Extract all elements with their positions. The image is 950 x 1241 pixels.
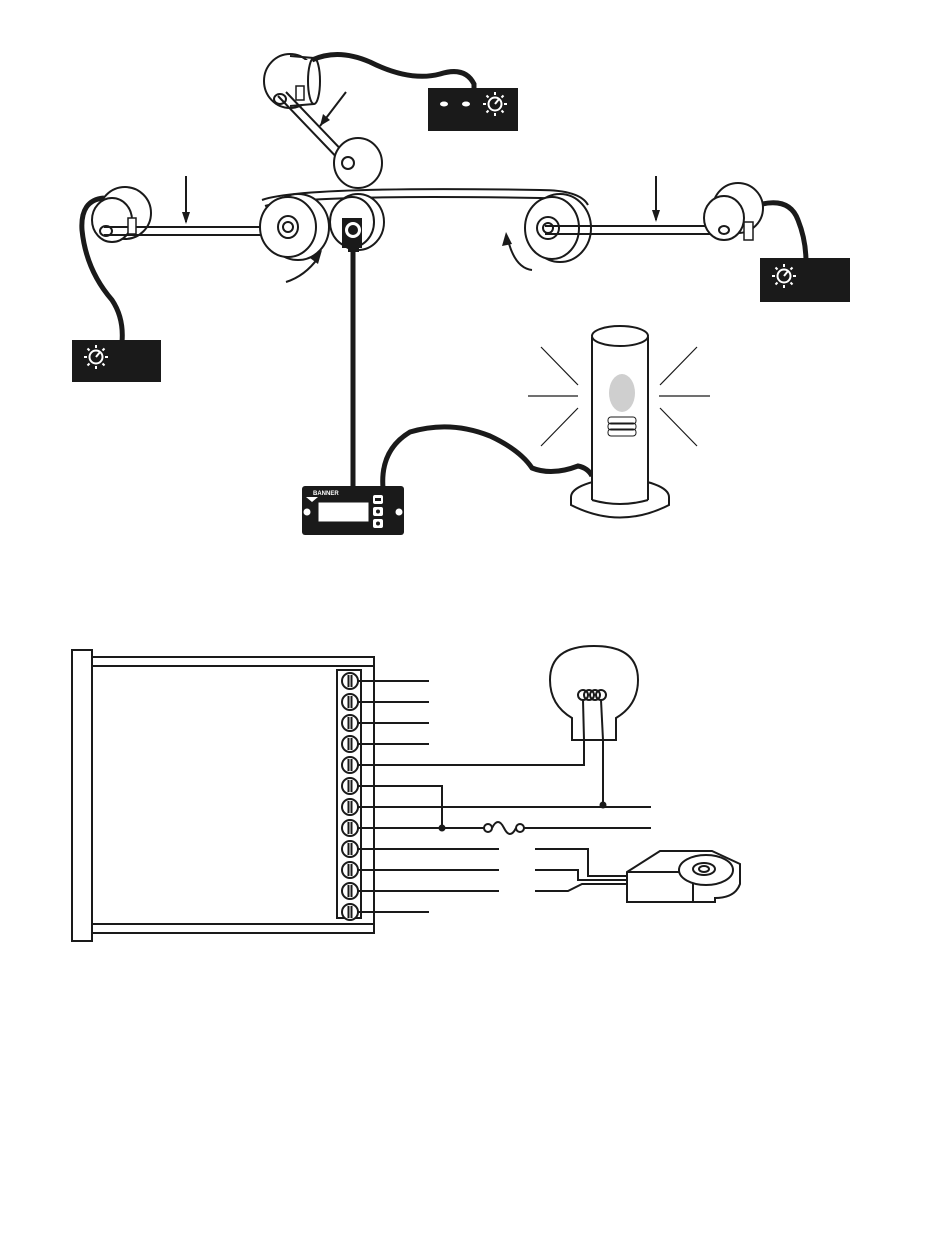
terminal-screw-icon[interactable] <box>342 904 358 920</box>
controller-brand: BANNER <box>313 491 339 497</box>
dancer-arm-top <box>264 54 382 188</box>
cable-right <box>762 203 806 262</box>
control-box-right <box>760 258 850 302</box>
alarm-beacon <box>528 326 710 518</box>
terminal-screw-icon[interactable] <box>342 862 358 878</box>
magnetic-pickup-sensor <box>627 851 740 902</box>
lamp-bulb <box>609 374 635 412</box>
sensor-cable <box>535 849 630 891</box>
junction-dot <box>439 825 446 832</box>
lamp-bulb-icon <box>550 646 638 740</box>
sensor-roll <box>330 194 384 252</box>
display-window <box>318 502 369 522</box>
fuse-icon <box>484 822 524 834</box>
control-box-left <box>72 340 161 382</box>
terminal-screw-icon[interactable] <box>342 778 358 794</box>
cable-top <box>312 54 474 92</box>
terminal-screw-icon[interactable] <box>342 820 358 836</box>
control-box-top <box>428 88 518 131</box>
terminal-screw-icon[interactable] <box>342 757 358 773</box>
junction-dot <box>600 802 607 809</box>
terminal-screw-icon[interactable] <box>342 694 358 710</box>
unwind-brake <box>92 176 288 242</box>
cable-alarm <box>383 427 592 488</box>
terminal-screw-icon[interactable] <box>342 736 358 752</box>
unwind-roll <box>260 194 329 282</box>
terminal-screw-icon[interactable] <box>342 673 358 689</box>
rewind-roll <box>502 194 591 270</box>
controller-body <box>72 650 374 941</box>
terminal-screw-icon[interactable] <box>342 883 358 899</box>
terminal-screw-icon[interactable] <box>342 841 358 857</box>
rate-controller: BANNER <box>302 486 404 535</box>
terminal-screw-icon[interactable] <box>342 799 358 815</box>
terminal-screw-icon[interactable] <box>342 715 358 731</box>
